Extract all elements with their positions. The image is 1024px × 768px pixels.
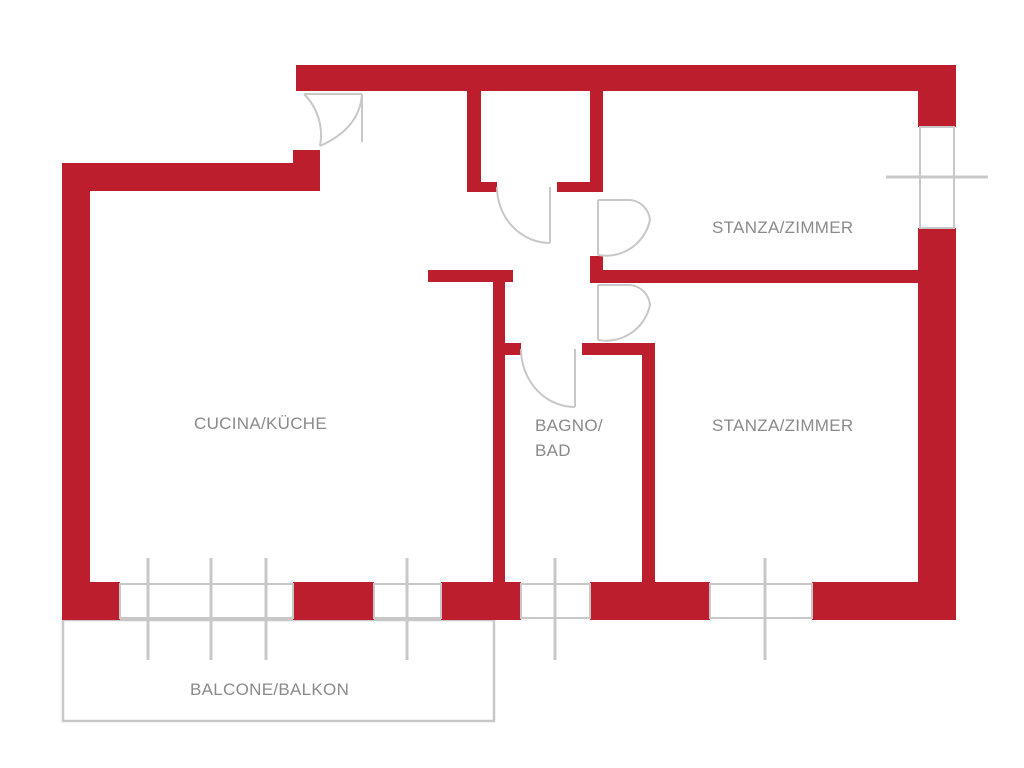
window-right [886, 126, 988, 229]
wall-top [296, 65, 956, 91]
wall-left [62, 163, 90, 620]
wall-closet-right [590, 91, 603, 192]
wall-closet-bottom-left [467, 182, 497, 192]
wall-bottom-4 [590, 582, 710, 620]
kitchen-label: CUCINA/KÜCHE [194, 414, 328, 433]
room-upper-label: STANZA/ZIMMER [712, 218, 854, 237]
wall-closet-left [467, 91, 481, 192]
wall-kitchen-right [493, 270, 505, 585]
bath-label-line1: BAGNO/ [535, 416, 603, 435]
wall-bottom-1 [62, 582, 120, 620]
balcony-outline [61, 618, 496, 723]
bath-door [520, 348, 576, 408]
bath-label-line2: BAD [535, 441, 571, 460]
balcony-label: BALCONE/BALKON [190, 680, 350, 699]
entrance-door [303, 93, 363, 147]
wall-bath-top-right [582, 343, 655, 355]
wall-right-lower [918, 228, 956, 620]
wall-bottom-3 [441, 582, 521, 620]
window-bottom-1 [119, 558, 294, 660]
window-bottom-3 [520, 558, 591, 660]
wall-rooms-divider [590, 270, 920, 283]
wall-bottom-5 [812, 582, 956, 620]
wall-right-upper [918, 65, 956, 127]
closet-door [496, 186, 551, 244]
wall-kitchen-top [62, 163, 320, 191]
room-upper-door [597, 199, 652, 257]
wall-bath-right [642, 343, 655, 585]
room-lower-door [597, 284, 652, 342]
wall-rooms-divider-stub [590, 256, 603, 283]
wall-top-left-stub [296, 65, 304, 91]
window-bottom-2 [373, 558, 442, 660]
outer-walls [62, 65, 956, 620]
wall-bottom-2 [293, 582, 374, 620]
wall-entrance-jamb [293, 150, 320, 191]
interior-walls [428, 91, 920, 585]
wall-closet-bottom-right [557, 182, 603, 192]
wall-bath-top-left [493, 343, 521, 355]
room-lower-label: STANZA/ZIMMER [712, 416, 854, 435]
window-bottom-4 [709, 558, 813, 660]
wall-kitchen-right-top [428, 270, 513, 282]
